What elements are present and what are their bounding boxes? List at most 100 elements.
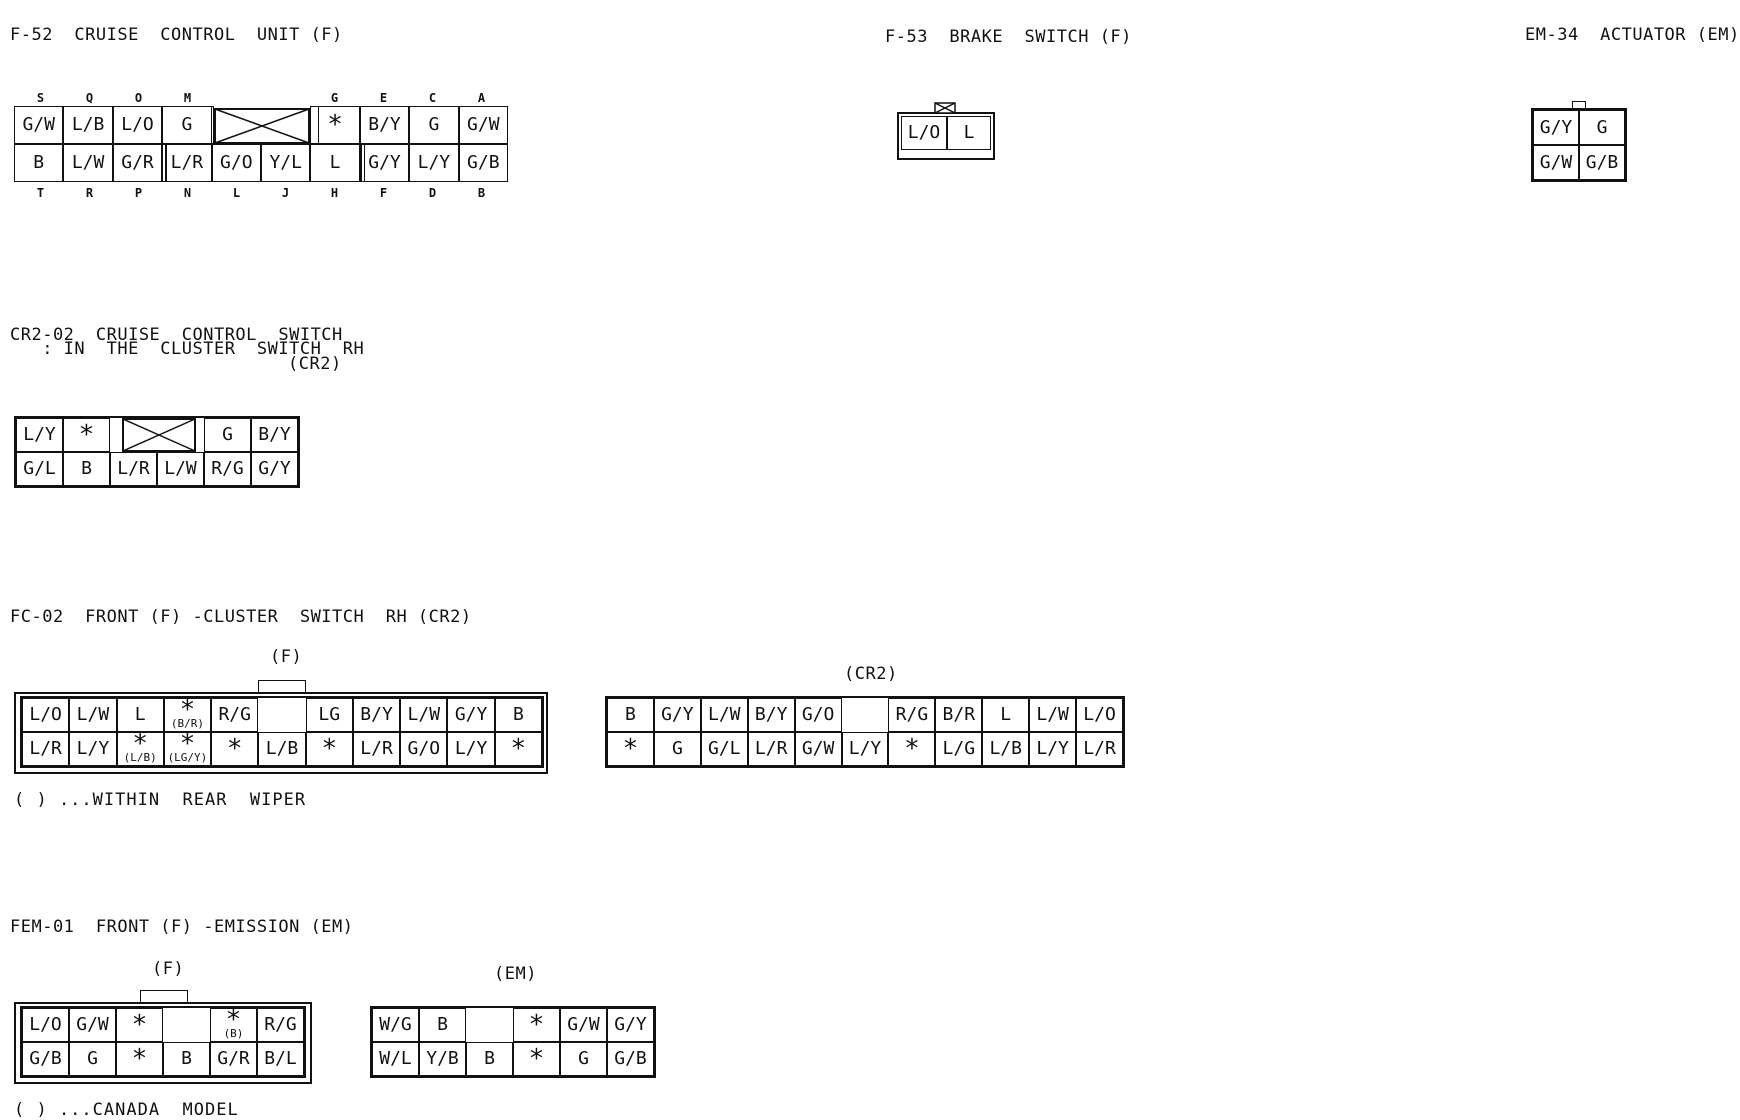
fc02-f-pin: * (494, 732, 542, 766)
fc02-f-pin: B/Y (352, 698, 401, 732)
fc02-cr2-pin: G/L (700, 732, 748, 766)
f52-pin-color: Y/L (269, 152, 302, 173)
fc02-f-pin: LG (305, 698, 353, 732)
cr202-pin-color: L/R (117, 458, 150, 479)
cr202-keying-blank-icon (122, 418, 196, 452)
fem01-f-pin-color: R/G (264, 1014, 297, 1035)
fem01-f-pin-color: B/L (264, 1048, 297, 1069)
cr202-pin: R/G (204, 452, 251, 486)
fem01-em-pin: * (513, 1008, 560, 1042)
fc02-cr2-pin-color: L/W (1036, 704, 1069, 725)
fc02-cr2-pin-color: L/R (754, 738, 788, 759)
fc02-f-lock-tab (258, 680, 306, 694)
fc02-cr2-pin: G (653, 732, 701, 766)
fc02-cr2-pin-color: G/Y (661, 704, 694, 725)
fc02-cr2-pin-color: B/R (942, 704, 976, 725)
cr202-pin-color: L/Y (23, 424, 56, 445)
fc02-f-pin-color: * (132, 728, 148, 759)
fem01-f-housing (14, 1002, 312, 1084)
cr202-pin: G/L (16, 452, 63, 486)
f52-pin (211, 106, 261, 144)
f52-pin-color: G (428, 114, 440, 135)
f52-pin-letter: Q (85, 91, 94, 105)
fc02-cr2-pin-color: B/Y (754, 704, 788, 725)
fc02-f-pin: L (116, 698, 164, 732)
fem01-em-pin-color: G (578, 1048, 589, 1069)
fc02-f-pin: L/W (69, 698, 117, 732)
fc02-cr2-pin-color: G/L (708, 738, 741, 759)
fem01-f-label: (F) (152, 959, 185, 979)
fc02-f-pin-color: L/Y (76, 738, 110, 759)
fc02-cr2-pin-color: L/R (1083, 738, 1116, 759)
fc02-cr2-pin: R/G (888, 698, 936, 732)
f52-pin-color: L (329, 152, 341, 173)
fc02-cr2-pin: L/W (1029, 698, 1077, 732)
f52-pin-color: G/B (467, 152, 500, 173)
cr202-pin: L/W (157, 452, 204, 486)
f52-pin-color: G/Y (368, 152, 401, 173)
fem01-em-pin: * (513, 1042, 560, 1076)
fc02-cr2-pin: * (888, 732, 936, 766)
fc02-f-pin-color: L/W (76, 704, 110, 725)
fc02-f-pin: L/R (22, 732, 70, 766)
fem01-em-pin-color: * (528, 1010, 545, 1040)
f53-title: F-53 BRAKE SWITCH (F) (885, 27, 1132, 47)
cr202-title-location: : IN THE CLUSTER SWITCH RH (10, 339, 365, 359)
fc02-cr2-pin: L/Y (1029, 732, 1077, 766)
fem01-f-pin-color: B (181, 1048, 192, 1069)
cr202-pin-color: * (78, 420, 95, 450)
f52-cavity-group (364, 144, 508, 182)
fem01-f-pin: G/R (210, 1042, 257, 1076)
fc02-f-pin-color: B/Y (360, 704, 393, 725)
fem01-em-pin-color: * (528, 1044, 545, 1074)
f53-pin-1: L/O (901, 116, 947, 150)
fc02-f-label: (F) (270, 647, 303, 667)
cr202-pin-color: G/L (23, 458, 56, 479)
fem01-f-pin: G/B (22, 1042, 69, 1076)
fem01-f-pin: R/G (257, 1008, 304, 1042)
f52-pin-color: G/W (467, 114, 500, 135)
fc02-f-pin: R/G (211, 698, 259, 732)
fc02-f-pin-color: * (179, 728, 196, 759)
cr202-pin: B/Y (251, 418, 298, 452)
fc02-f-pin-color: * (179, 694, 196, 725)
f52-pin-color: L/W (71, 152, 105, 173)
fc02-f-pin: *(B/R) (163, 694, 212, 732)
fem01-f-pin-color: * (225, 1004, 242, 1035)
fem01-f-pin: * (116, 1008, 163, 1042)
fem01-em-pin-color: B (437, 1014, 448, 1035)
em34-pin: G/B (1579, 145, 1625, 180)
fc02-f-pin: * (211, 732, 259, 766)
fem01-note: ( ) ...CANADA MODEL (14, 1100, 239, 1120)
fem01-f-pin: B/L (257, 1042, 304, 1076)
cr202-pin: * (63, 418, 110, 452)
f53-lock-tab (934, 102, 956, 114)
fem01-em-pin: W/L (372, 1042, 419, 1076)
fem01-em-pin (466, 1008, 513, 1042)
fem01-f-pin-color: L/O (29, 1014, 62, 1035)
fem01-em-pin-color: W/G (379, 1014, 412, 1035)
cr202-pin: L/R (110, 452, 157, 486)
f52-pin-letter: T (36, 186, 45, 200)
fc02-cr2-label: (CR2) (844, 664, 898, 684)
f52-pin-letter: J (281, 186, 290, 200)
fc02-f-pin-color: B (512, 704, 524, 725)
fc02-f-pin-color: L/W (407, 704, 441, 725)
f52-pin-color: G/R (121, 152, 154, 173)
fem01-f-pin (163, 1008, 210, 1042)
f52-cavity-group (14, 144, 166, 182)
fc02-f-pin-color: G/O (407, 738, 441, 759)
cr202-pin-color: G/Y (258, 458, 291, 479)
fc02-f-pin: G/Y (447, 698, 495, 732)
fc02-cr2-pin: L (982, 698, 1030, 732)
fc02-f-pin: L/W (400, 698, 448, 732)
fem01-f-pin: L/O (22, 1008, 69, 1042)
